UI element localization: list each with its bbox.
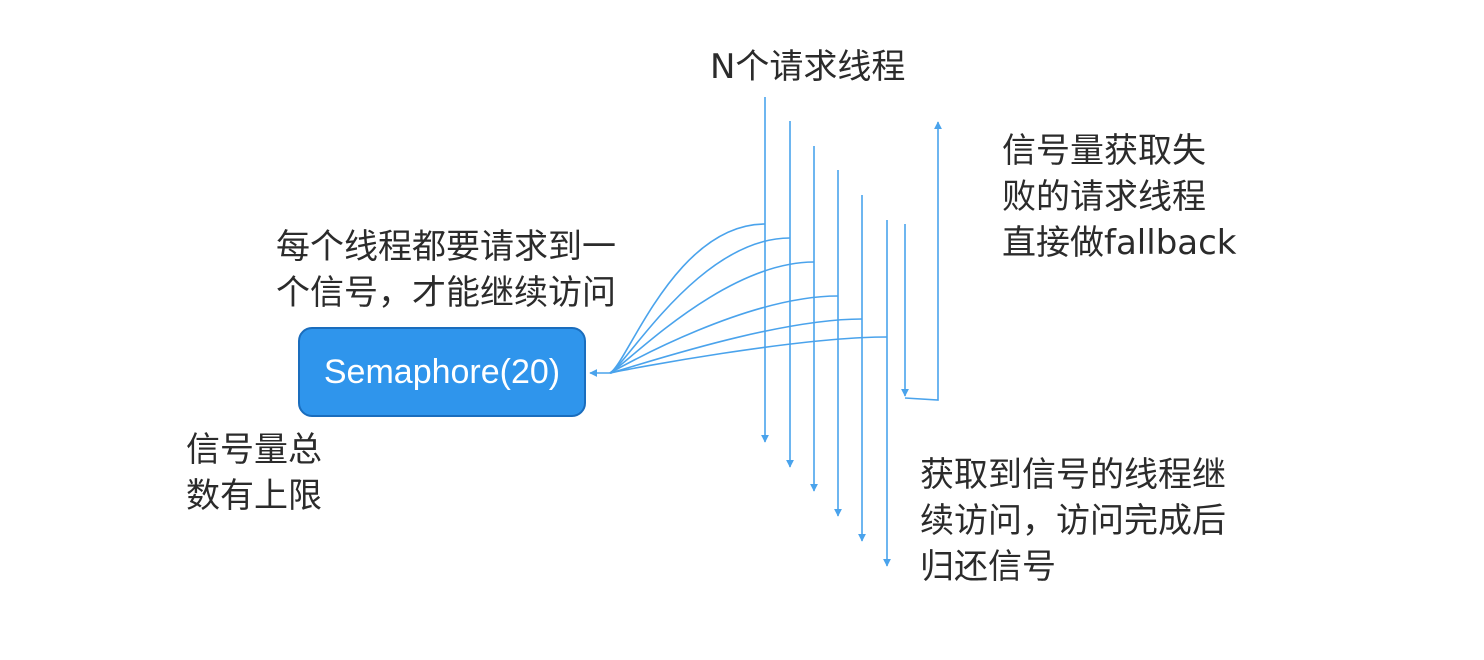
fallback-return-arrow <box>904 121 942 401</box>
request-note-line: 个信号，才能继续访问 <box>276 273 616 313</box>
request-note-line: 每个线程都要请求到一 <box>276 227 616 267</box>
fallback-path <box>901 121 942 401</box>
diagram-title: N个请求线程 <box>710 47 906 87</box>
request-note: 每个线程都要请求到一 个信号，才能继续访问 <box>276 224 616 316</box>
fallback-note-line: 败的请求线程 <box>1002 177 1206 217</box>
thread-lines <box>761 97 891 567</box>
request-curve <box>609 223 766 374</box>
semaphore-box: Semaphore(20) <box>298 327 586 417</box>
semaphore-label: Semaphore(20) <box>323 352 561 391</box>
fallback-note-line: 信号量获取失 <box>1002 131 1206 171</box>
limit-note-line: 数有上限 <box>186 476 322 516</box>
fallback-note-line: 直接做fallback <box>1002 223 1237 263</box>
success-note-line: 获取到信号的线程继 <box>920 455 1226 495</box>
request-curve <box>609 295 839 374</box>
request-curve <box>609 261 815 374</box>
request-curve <box>609 237 791 374</box>
fallback-note: 信号量获取失 败的请求线程 直接做fallback <box>1002 128 1237 266</box>
request-curve <box>609 318 863 374</box>
success-note-line: 续访问，访问完成后 <box>920 501 1226 541</box>
limit-note-line: 信号量总 <box>186 430 322 470</box>
success-note: 获取到信号的线程继 续访问，访问完成后 归还信号 <box>920 452 1226 590</box>
request-curve <box>609 336 888 374</box>
request-curves <box>589 223 888 377</box>
success-note-line: 归还信号 <box>920 547 1056 587</box>
limit-note: 信号量总 数有上限 <box>186 427 322 519</box>
